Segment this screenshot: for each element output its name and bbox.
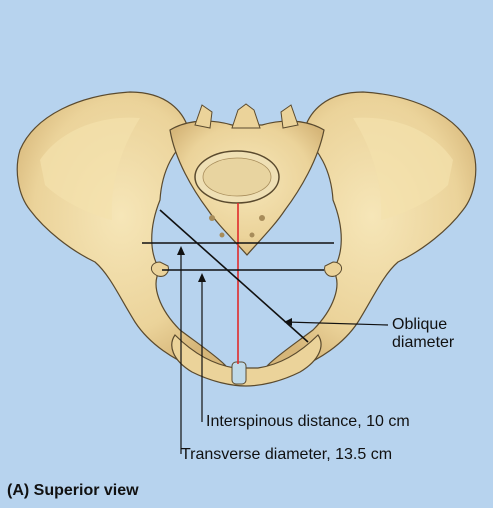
oblique-leader (285, 321, 389, 326)
pubic-symphysis (231, 361, 247, 385)
interspinous-distance-label: Interspinous distance, 10 cm (206, 413, 410, 430)
oblique-label-line1: Oblique (392, 316, 448, 333)
oblique-diameter-label: Oblique diameter (392, 316, 454, 353)
oblique-label-line2: diameter (392, 334, 455, 352)
transverse-diameter-label: Transverse diameter, 13.5 cm (181, 446, 393, 463)
view-caption: (A) Superior view (7, 482, 139, 499)
oblique-diameter-line (159, 209, 309, 343)
